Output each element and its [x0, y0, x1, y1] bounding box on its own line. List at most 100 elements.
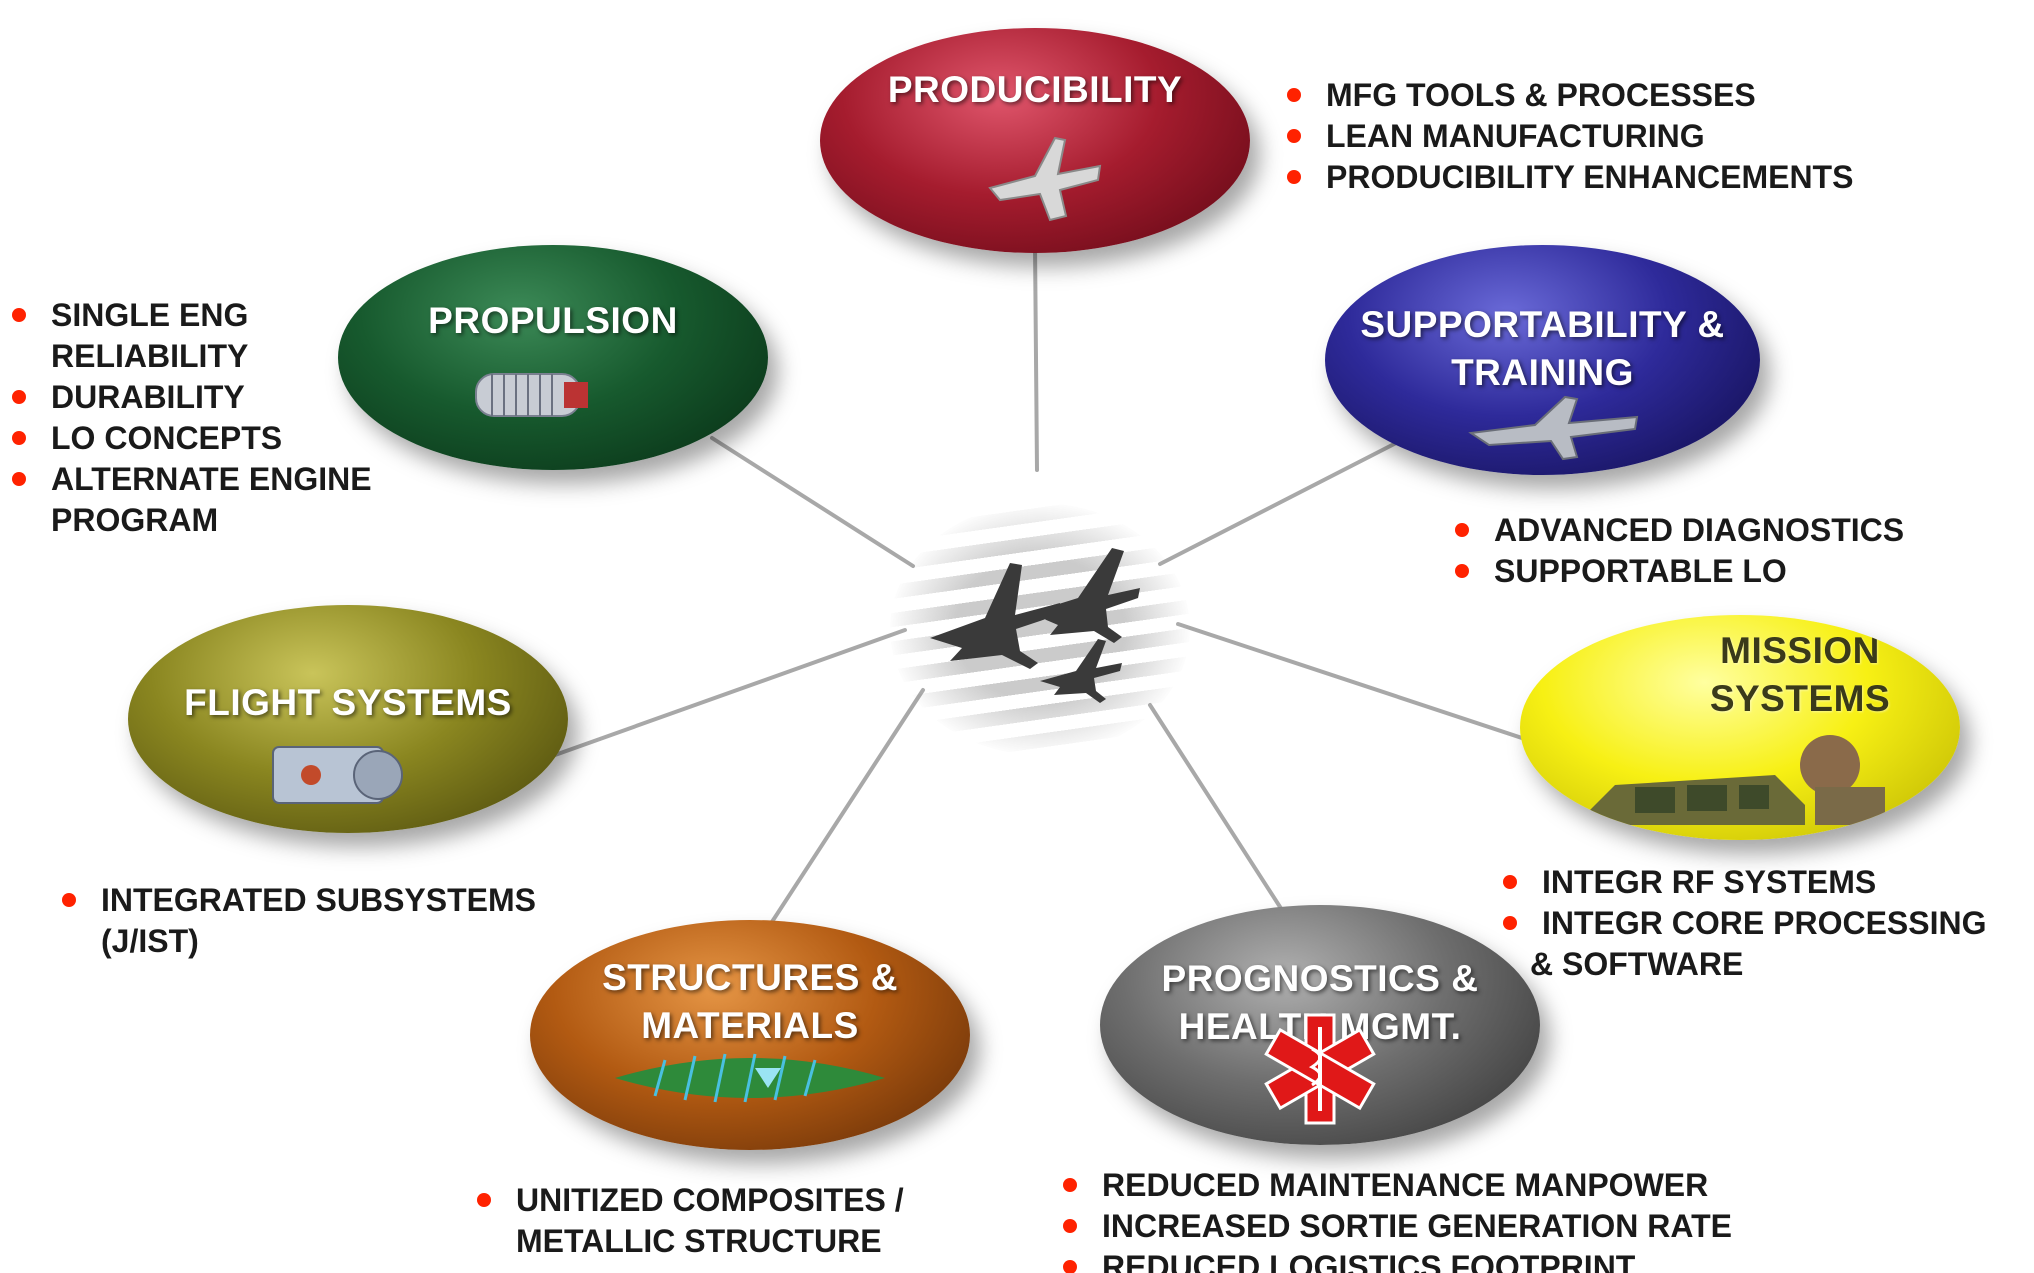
node-structures-materials: STRUCTURES & MATERIALS	[530, 920, 970, 1150]
node-title: FLIGHT SYSTEMS	[128, 679, 568, 727]
actuator-component-icon	[272, 746, 403, 804]
connector-prognostics	[1148, 703, 1284, 912]
node-title: STRUCTURES & MATERIALS	[530, 954, 970, 1050]
node-title: SUPPORTABILITY & TRAINING	[1325, 301, 1760, 397]
bullet-text: SINGLE ENG	[51, 297, 249, 333]
bullet-text: LO CONCEPTS	[51, 420, 283, 456]
bullet-item: DURABILITY	[12, 377, 372, 418]
bullet-item: PRODUCIBILITY ENHANCEMENTS	[1287, 157, 1853, 198]
center-flag-backdrop	[890, 503, 1190, 755]
bullet-item: LEAN MANUFACTURING	[1287, 116, 1853, 157]
title-line: MATERIALS	[641, 1005, 859, 1046]
bullet-text: INTEGRATED SUBSYSTEMS	[101, 882, 536, 918]
connector-producibility	[1033, 243, 1039, 472]
bullet-item: ADVANCED DIAGNOSTICS	[1455, 510, 1904, 551]
bullet-item: SUPPORTABLE LO	[1455, 551, 1904, 592]
star-of-life-icon	[1264, 1013, 1376, 1125]
bullet-item: INTEGR RF SYSTEMS	[1503, 862, 1987, 903]
title-line: MISSION	[1720, 630, 1880, 671]
fighter-jet-icon	[1468, 395, 1639, 461]
prognostics-bullets: REDUCED MAINTENANCE MANPOWER INCREASED S…	[1063, 1165, 1732, 1273]
bullet-text: PRODUCIBILITY ENHANCEMENTS	[1326, 159, 1854, 195]
bullet-text: ALTERNATE ENGINE	[51, 461, 372, 497]
bullet-text: UNITIZED COMPOSITES /	[516, 1182, 904, 1218]
node-flight-systems: FLIGHT SYSTEMS	[128, 605, 568, 833]
node-title: PRODUCIBILITY	[820, 66, 1250, 114]
bullet-dot	[1503, 875, 1517, 889]
bullet-text: & SOFTWARE	[1530, 946, 1744, 982]
bullet-item: INTEGRATED SUBSYSTEMS (J/IST)	[62, 880, 536, 962]
jets-over-us-flag-icon	[930, 548, 1140, 703]
bullet-dot	[12, 472, 26, 486]
title-line: SUPPORTABILITY &	[1360, 304, 1725, 345]
bullet-dot	[12, 431, 26, 445]
bullet-dot	[12, 390, 26, 404]
bullet-item: LO CONCEPTS	[12, 418, 372, 459]
bullet-text: INTEGR RF SYSTEMS	[1542, 864, 1877, 900]
node-mission-systems: MISSION SYSTEMS	[1520, 615, 1960, 840]
bullet-item: UNITIZED COMPOSITES / METALLIC STRUCTURE	[477, 1180, 904, 1262]
bullet-dot	[477, 1193, 491, 1207]
producibility-bullets: MFG TOOLS & PROCESSES LEAN MANUFACTURING…	[1287, 75, 1853, 198]
node-prognostics-health-mgmt: PROGNOSTICS & HEALTH MGMT.	[1100, 905, 1540, 1145]
node-title: PROPULSION	[338, 297, 768, 345]
title-line: PROPULSION	[428, 300, 678, 341]
bullet-text: RELIABILITY	[51, 338, 249, 374]
bullet-text: (J/IST)	[101, 923, 199, 959]
bullet-dot	[1455, 523, 1469, 537]
bullet-text: MFG TOOLS & PROCESSES	[1326, 77, 1756, 113]
connector-flight	[553, 628, 907, 757]
jet-engine-icon	[475, 373, 588, 417]
bullet-text: ADVANCED DIAGNOSTICS	[1494, 512, 1905, 548]
flight-bullets: INTEGRATED SUBSYSTEMS (J/IST)	[62, 880, 536, 962]
node-supportability-training: SUPPORTABILITY & TRAINING	[1325, 245, 1760, 475]
bullet-text: REDUCED LOGISTICS FOOTPRINT	[1102, 1249, 1636, 1273]
bullet-text: INTEGR CORE PROCESSING	[1542, 905, 1987, 941]
connector-propulsion	[710, 436, 915, 568]
bullet-dot	[1063, 1260, 1077, 1273]
node-title: PROGNOSTICS & HEALTH MGMT.	[1100, 955, 1540, 1051]
title-line: PROGNOSTICS &	[1161, 958, 1479, 999]
bullet-item: ALTERNATE ENGINE PROGRAM	[12, 459, 372, 541]
title-line: PRODUCIBILITY	[887, 69, 1183, 110]
mission-bullets: INTEGR RF SYSTEMS INTEGR CORE PROCESSING…	[1503, 862, 1987, 985]
bullet-item: SINGLE ENG RELIABILITY	[12, 295, 372, 377]
bullet-dot	[1063, 1219, 1077, 1233]
bullet-text: SUPPORTABLE LO	[1494, 553, 1787, 589]
bullet-item: MFG TOOLS & PROCESSES	[1287, 75, 1853, 116]
connector-structures	[766, 688, 925, 930]
connector-mission	[1176, 622, 1530, 742]
bullet-text: PROGRAM	[51, 502, 219, 538]
bullet-dot	[1287, 129, 1301, 143]
bullet-dot	[1503, 916, 1517, 930]
bullet-dot	[62, 893, 76, 907]
node-title: MISSION SYSTEMS	[1640, 627, 1960, 723]
bullet-dot	[1287, 88, 1301, 102]
bullet-dot	[12, 308, 26, 322]
bullet-dot	[1287, 170, 1301, 184]
node-propulsion: PROPULSION	[338, 245, 768, 470]
bullet-text: DURABILITY	[51, 379, 245, 415]
fighter-jet-icon	[988, 136, 1102, 222]
bullet-item: REDUCED LOGISTICS FOOTPRINT	[1063, 1247, 1732, 1273]
bullet-dot	[1455, 564, 1469, 578]
bullet-text: LEAN MANUFACTURING	[1326, 118, 1705, 154]
title-line: SYSTEMS	[1709, 678, 1891, 719]
connector-supportability	[1158, 440, 1400, 566]
bullet-item: INTEGR CORE PROCESSING & SOFTWARE	[1503, 903, 1987, 985]
bullet-item: INCREASED SORTIE GENERATION RATE	[1063, 1206, 1732, 1247]
title-line: FLIGHT SYSTEMS	[184, 682, 512, 723]
propulsion-bullets: SINGLE ENG RELIABILITY DURABILITY LO CONC…	[12, 295, 372, 541]
title-line: TRAINING	[1451, 352, 1634, 393]
composite-structure-icon	[615, 1053, 885, 1103]
supportability-bullets: ADVANCED DIAGNOSTICS SUPPORTABLE LO	[1455, 510, 1904, 592]
bullet-dot	[1063, 1178, 1077, 1192]
bullet-text: REDUCED MAINTENANCE MANPOWER	[1102, 1167, 1709, 1203]
bullet-text: METALLIC STRUCTURE	[516, 1223, 882, 1259]
bullet-text: INCREASED SORTIE GENERATION RATE	[1102, 1208, 1732, 1244]
structures-bullets: UNITIZED COMPOSITES / METALLIC STRUCTURE	[477, 1180, 904, 1262]
node-producibility: PRODUCIBILITY	[820, 28, 1250, 253]
title-line: STRUCTURES &	[602, 957, 898, 998]
